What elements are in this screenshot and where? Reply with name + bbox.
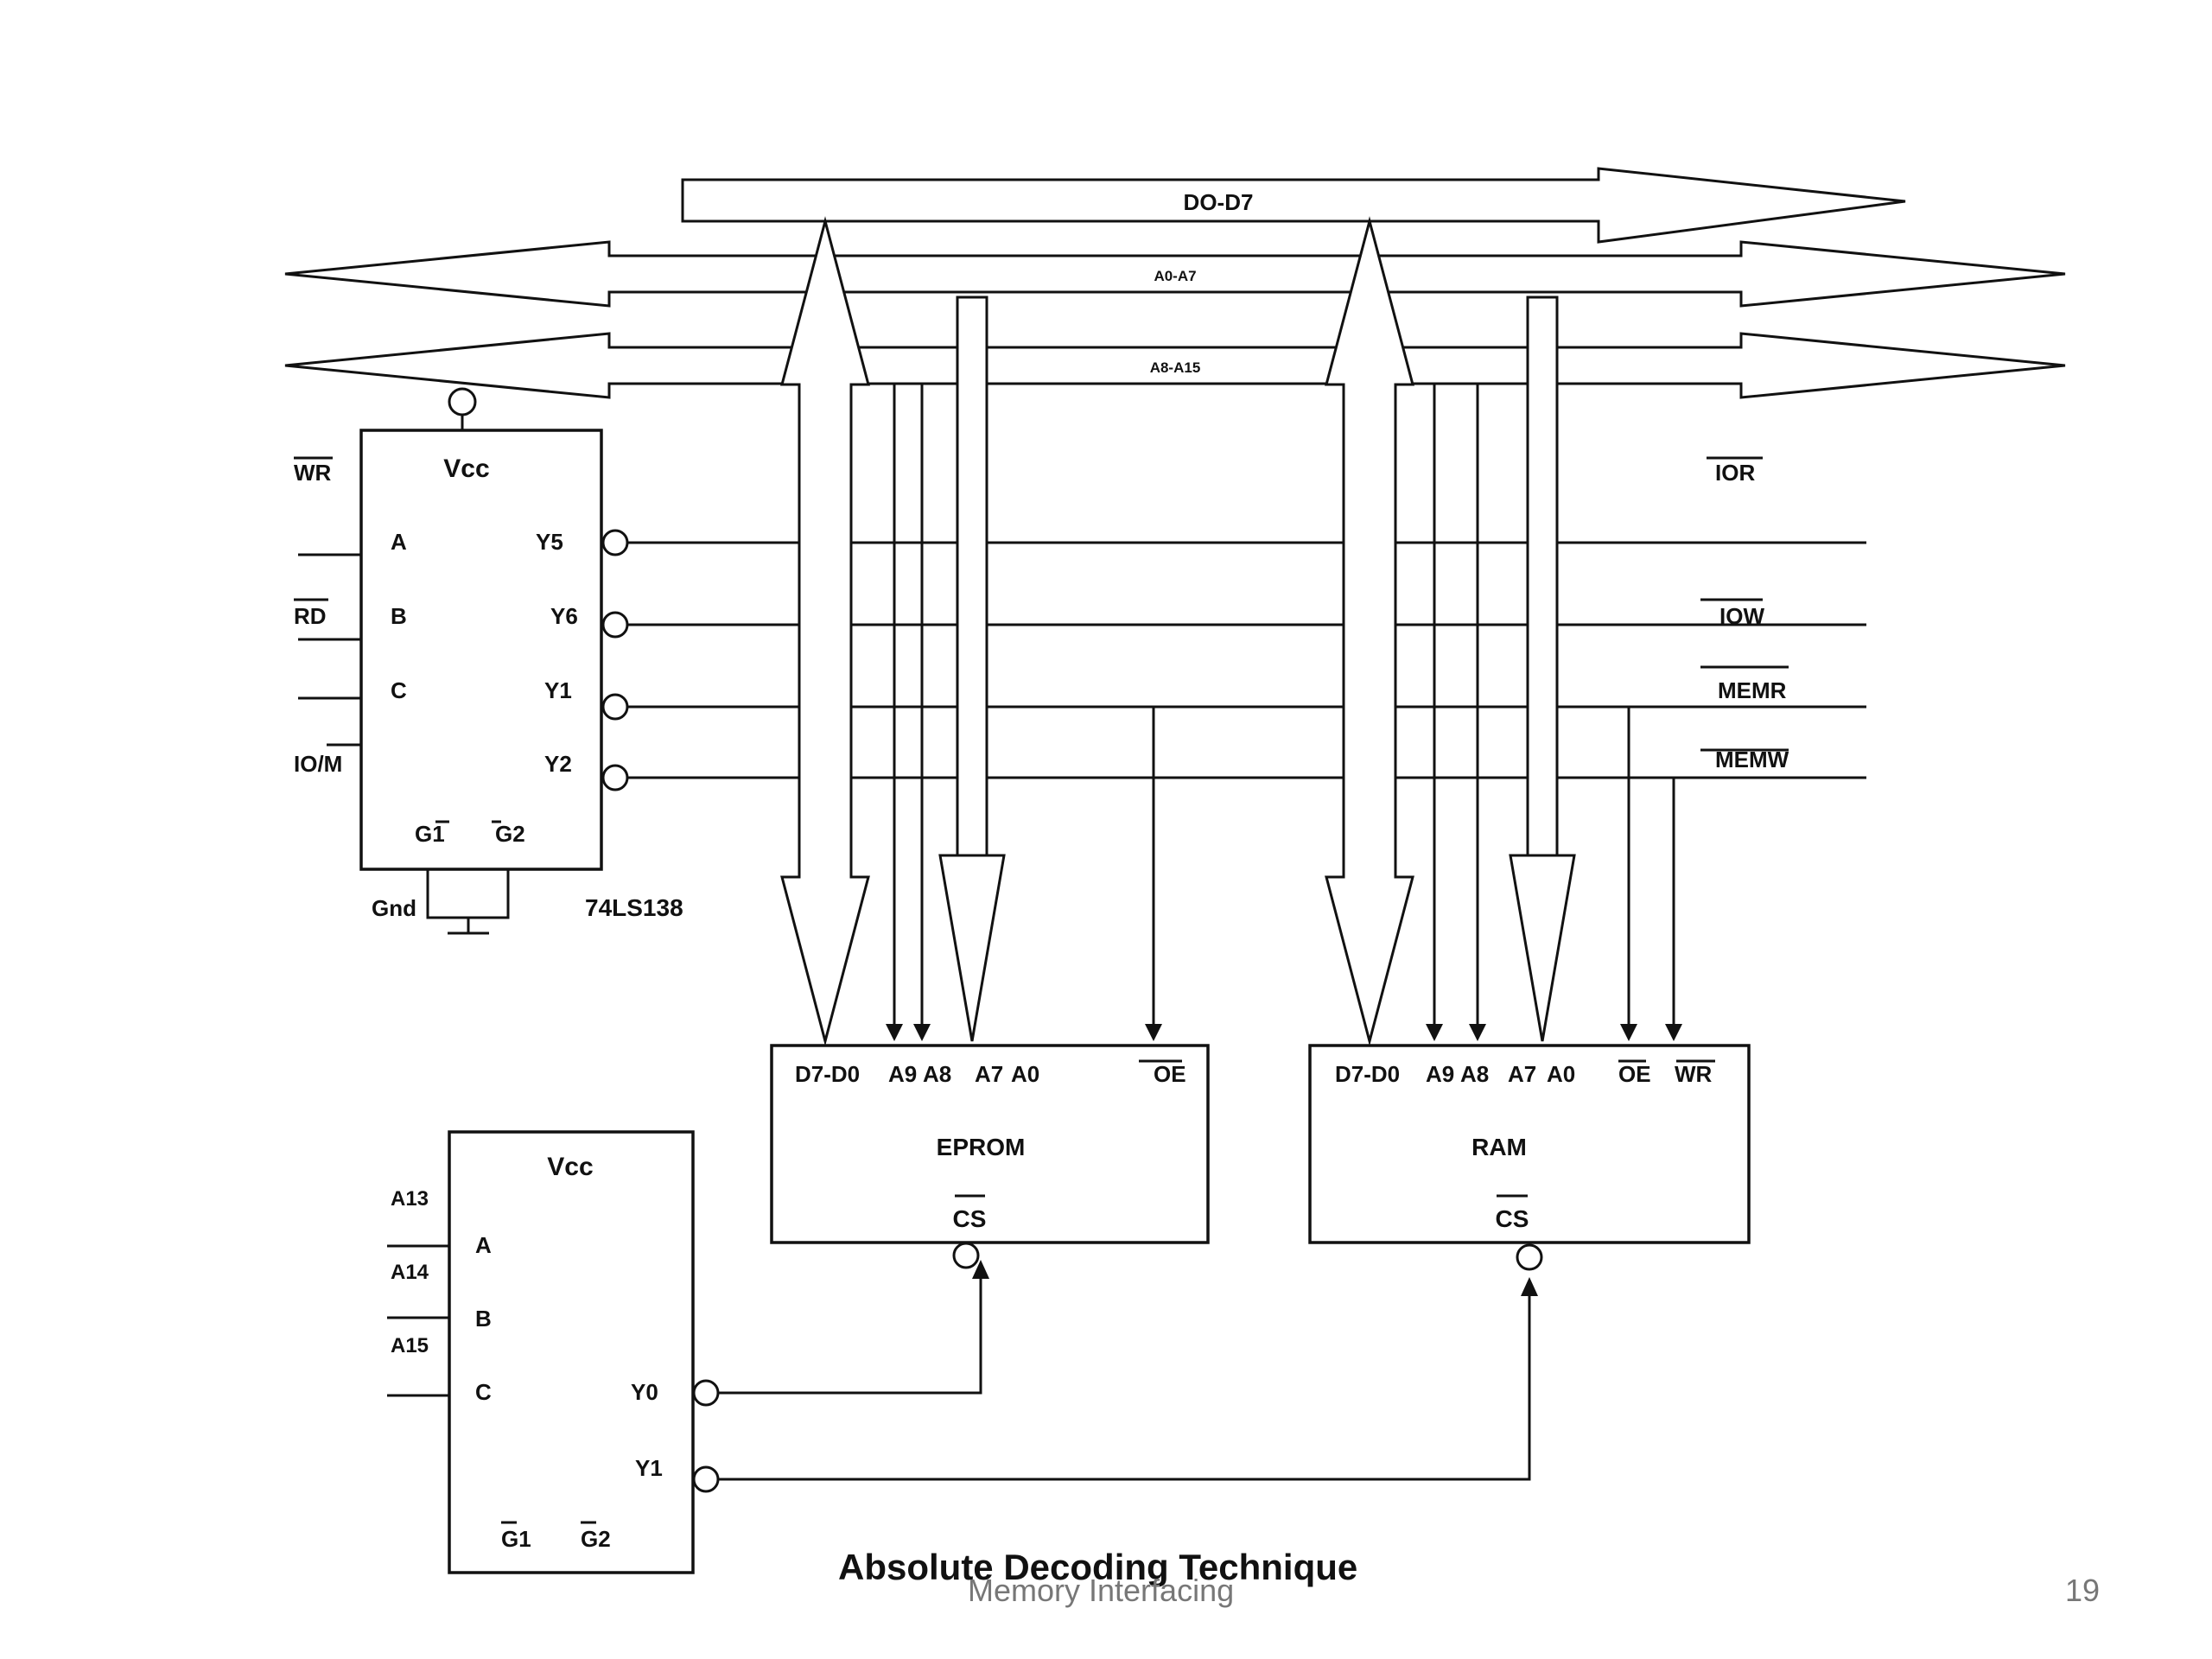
eprom-pin-a7: A7 (975, 1061, 1003, 1087)
a13-label: A13 (391, 1187, 429, 1211)
decoder-bottom-enable-g1: G1 (501, 1526, 531, 1552)
ram-name: RAM (1471, 1134, 1527, 1160)
decoder-bottom-input-c: C (475, 1379, 492, 1405)
ram-chip: D7-D0 A9 A8 A7 A0 OE WR RAM CS (1308, 1044, 1751, 1271)
data-bus: DO-D7 (681, 167, 1906, 244)
ram-pin-a9: A9 (1426, 1061, 1454, 1087)
decoder-input-a: A (391, 529, 407, 555)
decoder-enable-g1: G1 (415, 821, 445, 847)
decoder-vcc: Vcc (443, 454, 489, 483)
memr-label: MEMR (1718, 677, 1787, 703)
decoder-output-y5: Y5 (536, 529, 563, 555)
eprom-chip: D7-D0 A9 A8 A7 A0 OE EPROM CS (770, 1044, 1210, 1269)
ram-pin-wr: WR (1675, 1061, 1713, 1087)
address-bus-low-label: A0-A7 (1154, 268, 1196, 284)
decoder-bottom-vcc: Vcc (547, 1153, 593, 1181)
address-bus-high-label: A8-A15 (1150, 359, 1201, 376)
ram-pin-a7: A7 (1508, 1061, 1536, 1087)
eprom-name: EPROM (937, 1134, 1026, 1160)
address-bus-low: A0-A7 (284, 240, 2066, 308)
ram-pin-a8: A8 (1460, 1061, 1489, 1087)
ram-pin-oe: OE (1618, 1061, 1651, 1087)
a15-label: A15 (391, 1334, 429, 1357)
ram-bus-taps (1325, 216, 1682, 1046)
eprom-pin-a0: A0 (1011, 1061, 1039, 1087)
ram-cs: CS (1496, 1205, 1529, 1232)
decoder-gnd: Gnd (372, 895, 416, 921)
decoder-output-y2: Y2 (544, 751, 572, 777)
decoder-enable-g2: G2 (495, 821, 525, 847)
decoder-bottom-output-y0: Y0 (631, 1379, 658, 1405)
decoder-output-y1: Y1 (544, 677, 572, 703)
wr-input-label: WR (294, 460, 332, 486)
page-number: 19 (2065, 1573, 2101, 1608)
rd-input-label: RD (294, 603, 327, 629)
ram-pin-a0: A0 (1547, 1061, 1575, 1087)
decoder-output-y6: Y6 (550, 603, 578, 629)
diagram-caption: Absolute Decoding Technique (838, 1547, 1358, 1587)
decoder-bottom-output-y1: Y1 (635, 1455, 663, 1481)
control-signal-labels: IOR IOW MEMR MEMW (1700, 456, 1789, 772)
ram-pin-d7-d0: D7-D0 (1335, 1061, 1400, 1087)
eprom-bus-taps (780, 216, 1162, 1046)
iom-input-label: IO/M (294, 751, 342, 777)
decoder-bottom-input-b: B (475, 1306, 492, 1332)
iow-label: IOW (1719, 603, 1764, 629)
decoder-part-number: 74LS138 (585, 894, 683, 921)
a14-label: A14 (391, 1261, 429, 1284)
ior-label: IOR (1715, 460, 1755, 486)
footer-title: Memory Interfacing (968, 1573, 1235, 1608)
decoder-bottom: Vcc A13 A14 A15 A B C Y0 Y1 G1 G2 (387, 1130, 720, 1574)
decoder-input-c: C (391, 677, 407, 703)
eprom-pin-d7-d0: D7-D0 (795, 1061, 860, 1087)
decoder-bottom-enable-g2: G2 (581, 1526, 611, 1552)
chip-select-wires (718, 1260, 1538, 1481)
decoder-input-b: B (391, 603, 407, 629)
decoder-74ls138: Vcc A B C Y5 Y6 Y1 Y2 G1 G2 Gnd 74LS138 … (294, 387, 683, 935)
eprom-pin-oe: OE (1154, 1061, 1186, 1087)
address-bus-high: A8-A15 (284, 332, 2066, 399)
data-bus-label: DO-D7 (1184, 189, 1254, 215)
eprom-pin-a8: A8 (923, 1061, 951, 1087)
eprom-cs: CS (953, 1205, 987, 1232)
eprom-pin-a9: A9 (888, 1061, 917, 1087)
decoder-bottom-input-a: A (475, 1232, 492, 1258)
